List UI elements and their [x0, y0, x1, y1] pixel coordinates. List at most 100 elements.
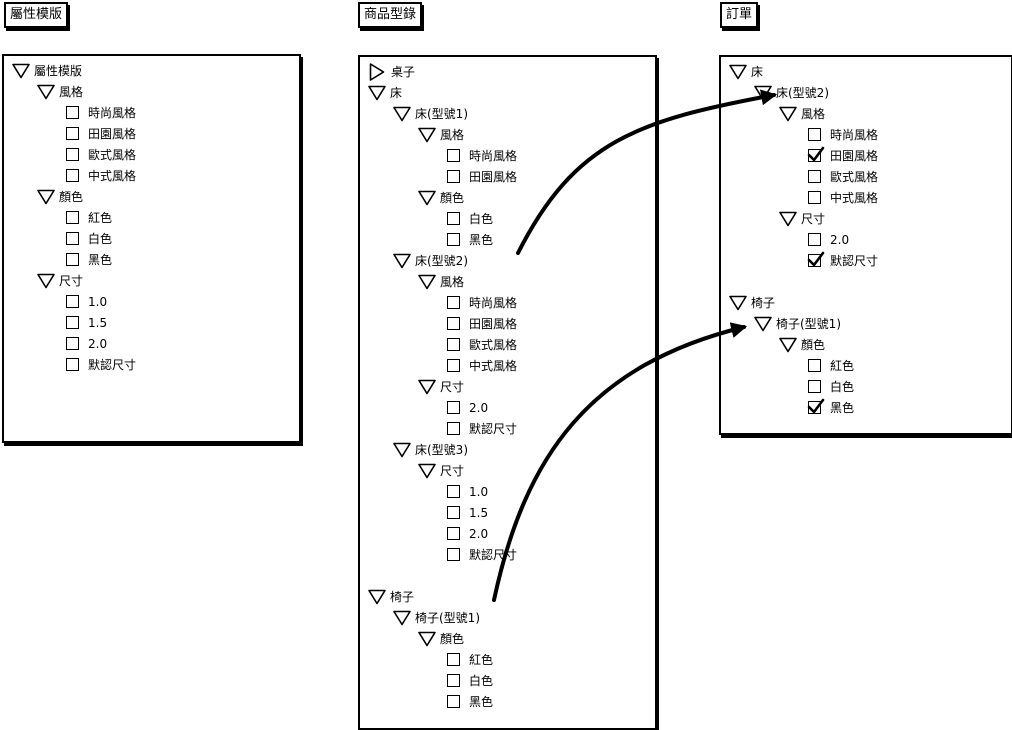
checkbox[interactable]: [66, 148, 79, 161]
tree-node-item[interactable]: 顏色: [779, 334, 825, 355]
checkbox[interactable]: [447, 506, 460, 519]
checkbox[interactable]: [447, 233, 460, 246]
tree-leaf-item[interactable]: 1.0: [447, 481, 488, 502]
tree-leaf-item[interactable]: 2.0: [808, 229, 849, 250]
tree-node-item[interactable]: 床: [729, 61, 763, 82]
tree-leaf-item[interactable]: 白色: [66, 228, 112, 249]
tree-node-item[interactable]: 尺寸: [779, 208, 825, 229]
tree-leaf-item[interactable]: 時尚風格: [447, 145, 517, 166]
tree-leaf-item[interactable]: 時尚風格: [808, 124, 878, 145]
triangle-down-icon[interactable]: [393, 610, 411, 626]
triangle-down-icon[interactable]: [418, 274, 436, 290]
triangle-down-icon[interactable]: [368, 589, 386, 605]
triangle-down-icon[interactable]: [729, 64, 747, 80]
checkbox[interactable]: [66, 169, 79, 182]
tree-node-item[interactable]: 風格: [37, 81, 83, 102]
triangle-down-icon[interactable]: [37, 84, 55, 100]
checkbox[interactable]: [447, 485, 460, 498]
triangle-down-icon[interactable]: [368, 85, 386, 101]
tree-node-item[interactable]: 風格: [418, 124, 464, 145]
tree-leaf-item[interactable]: 歐式風格: [447, 334, 517, 355]
tree-node-item[interactable]: 尺寸: [418, 460, 464, 481]
tree-node-item[interactable]: 屬性模版: [12, 60, 82, 81]
triangle-down-icon[interactable]: [418, 463, 436, 479]
tree-leaf-item[interactable]: 時尚風格: [66, 102, 136, 123]
checkbox-checked[interactable]: [807, 398, 825, 414]
tree-node-item[interactable]: 椅子: [729, 292, 775, 313]
tree-leaf-item[interactable]: 田園風格: [447, 313, 517, 334]
triangle-down-icon[interactable]: [754, 316, 772, 332]
tree-node-item[interactable]: 床(型號1): [393, 103, 468, 124]
triangle-down-icon[interactable]: [393, 442, 411, 458]
checkbox[interactable]: [447, 401, 460, 414]
tree-leaf-item[interactable]: 中式風格: [66, 165, 136, 186]
tree-node-item[interactable]: 顏色: [418, 187, 464, 208]
checkbox[interactable]: [66, 358, 79, 371]
tree-leaf-item[interactable]: 白色: [808, 376, 854, 397]
checkbox[interactable]: [447, 422, 460, 435]
tree-leaf-item[interactable]: 田園風格: [66, 123, 136, 144]
triangle-down-icon[interactable]: [754, 85, 772, 101]
triangle-down-icon[interactable]: [418, 127, 436, 143]
tree-leaf-item[interactable]: 1.0: [66, 291, 107, 312]
tree-node-item[interactable]: 尺寸: [418, 376, 464, 397]
checkbox[interactable]: [66, 127, 79, 140]
triangle-down-icon[interactable]: [418, 379, 436, 395]
checkbox[interactable]: [447, 674, 460, 687]
triangle-down-icon[interactable]: [418, 190, 436, 206]
triangle-down-icon[interactable]: [393, 253, 411, 269]
checkbox[interactable]: [66, 106, 79, 119]
checkbox[interactable]: [447, 359, 460, 372]
tree-node-item[interactable]: 床(型號2): [393, 250, 468, 271]
checkbox[interactable]: [808, 170, 821, 183]
tree-leaf-item[interactable]: 2.0: [66, 333, 107, 354]
tree-node-item[interactable]: 桌子: [369, 61, 415, 82]
checkbox[interactable]: [66, 232, 79, 245]
tree-leaf-item[interactable]: 田園風格: [807, 145, 878, 166]
triangle-down-icon[interactable]: [779, 337, 797, 353]
tree-leaf-item[interactable]: 黑色: [447, 229, 493, 250]
tree-node-item[interactable]: 椅子: [368, 586, 414, 607]
triangle-down-icon[interactable]: [779, 106, 797, 122]
tree-node-item[interactable]: 風格: [418, 271, 464, 292]
checkbox[interactable]: [808, 191, 821, 204]
tree-node-item[interactable]: 床: [368, 82, 402, 103]
tree-leaf-item[interactable]: 2.0: [447, 397, 488, 418]
tree-node-item[interactable]: 顏色: [418, 628, 464, 649]
tree-leaf-item[interactable]: 白色: [447, 208, 493, 229]
triangle-down-icon[interactable]: [12, 63, 30, 79]
checkbox[interactable]: [808, 233, 821, 246]
tree-leaf-item[interactable]: 1.5: [66, 312, 107, 333]
checkbox[interactable]: [447, 548, 460, 561]
checkbox[interactable]: [447, 653, 460, 666]
checkbox[interactable]: [808, 359, 821, 372]
triangle-down-icon[interactable]: [37, 189, 55, 205]
checkbox[interactable]: [66, 253, 79, 266]
tree-leaf-item[interactable]: 默認尺寸: [447, 544, 517, 565]
tree-leaf-item[interactable]: 1.5: [447, 502, 488, 523]
tree-leaf-item[interactable]: 時尚風格: [447, 292, 517, 313]
tree-leaf-item[interactable]: 中式風格: [808, 187, 878, 208]
checkbox[interactable]: [66, 316, 79, 329]
triangle-down-icon[interactable]: [729, 295, 747, 311]
tree-leaf-item[interactable]: 2.0: [447, 523, 488, 544]
tree-node-item[interactable]: 顏色: [37, 186, 83, 207]
triangle-down-icon[interactable]: [393, 106, 411, 122]
tree-leaf-item[interactable]: 默認尺寸: [447, 418, 517, 439]
triangle-down-icon[interactable]: [37, 273, 55, 289]
checkbox[interactable]: [808, 128, 821, 141]
tree-leaf-item[interactable]: 田園風格: [447, 166, 517, 187]
checkbox[interactable]: [447, 338, 460, 351]
tree-leaf-item[interactable]: 紅色: [808, 355, 854, 376]
tree-leaf-item[interactable]: 歐式風格: [808, 166, 878, 187]
checkbox[interactable]: [447, 296, 460, 309]
tree-leaf-item[interactable]: 紅色: [447, 649, 493, 670]
checkbox[interactable]: [447, 695, 460, 708]
tree-node-item[interactable]: 風格: [779, 103, 825, 124]
checkbox[interactable]: [447, 170, 460, 183]
triangle-down-icon[interactable]: [779, 211, 797, 227]
tree-leaf-item[interactable]: 黑色: [66, 249, 112, 270]
tree-leaf-item[interactable]: 黑色: [447, 691, 493, 712]
tree-node-item[interactable]: 尺寸: [37, 270, 83, 291]
tree-leaf-item[interactable]: 默認尺寸: [66, 354, 136, 375]
